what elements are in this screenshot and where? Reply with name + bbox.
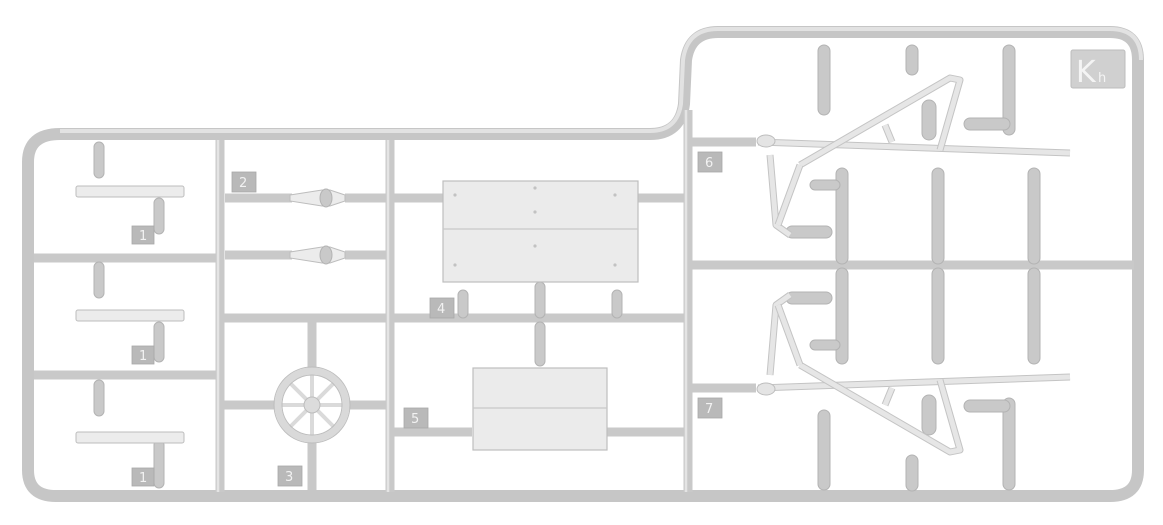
sprue-code: K [1076,55,1097,90]
part-number-tabs: 1 1 1 2 3 4 5 6 7 [131,151,723,487]
part-5-panel [472,367,608,451]
part-number-1b: 1 [139,349,147,364]
sprue-code-suffix: h [1098,71,1106,86]
part-1-planks [75,185,185,444]
sprue-frame [22,26,1144,502]
part-number-2: 2 [239,176,247,191]
part-3-wheel [273,366,351,444]
part-number-7: 7 [705,402,713,417]
part-7-frame [692,292,1071,456]
part-number-4: 4 [437,302,445,317]
part-6-frame [692,74,1071,238]
part-number-5: 5 [411,412,419,427]
part-number-6: 6 [705,156,713,171]
part-number-1c: 1 [139,471,147,486]
sprue-runners [34,110,1134,492]
sprue-gates [93,44,1041,492]
part-2-axles [289,188,346,265]
part-number-1a: 1 [139,229,147,244]
part-number-3: 3 [285,470,293,485]
part-4-panel [442,180,639,283]
sprue-code-tab: K h [1070,49,1126,90]
